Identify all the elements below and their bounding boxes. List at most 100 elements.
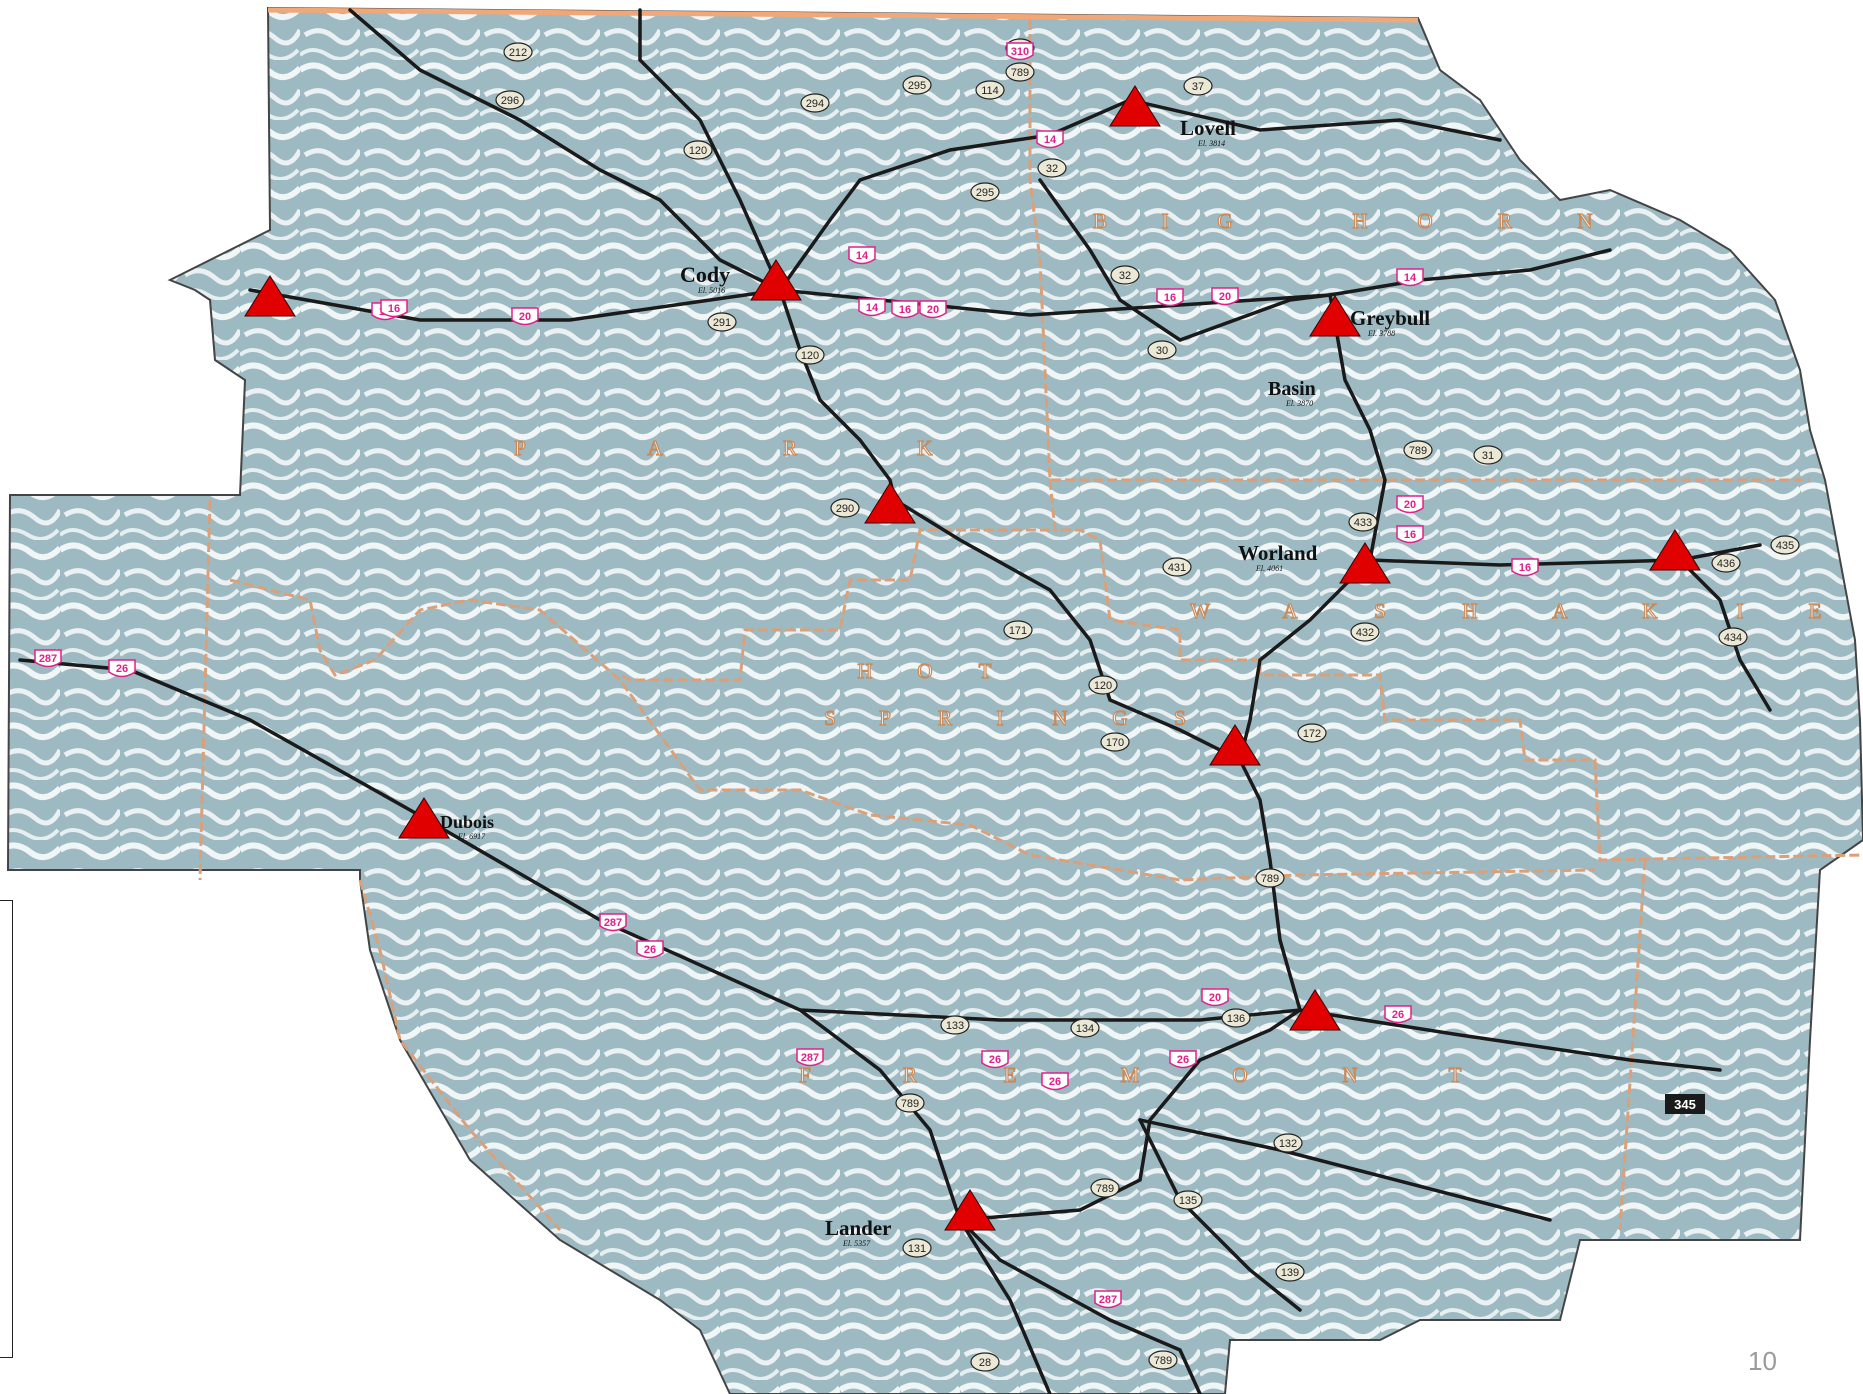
state-route-number: 432 bbox=[1356, 627, 1374, 639]
us-route-number: 310 bbox=[1011, 46, 1029, 58]
state-route-number: 31 bbox=[1482, 450, 1494, 462]
county-label-letter: R bbox=[783, 436, 797, 460]
marker-washakie-east-icon bbox=[1649, 529, 1701, 571]
state-route-number: 789 bbox=[1261, 873, 1279, 885]
state-route-shield: 433 bbox=[1348, 512, 1378, 532]
county-label-letter: T bbox=[979, 659, 992, 683]
state-route-shield: 172 bbox=[1297, 723, 1327, 743]
county-label-letter: O bbox=[1232, 1063, 1247, 1087]
state-route-number: 134 bbox=[1076, 1023, 1094, 1035]
us-route-number: 287 bbox=[604, 917, 622, 929]
state-route-shield: 37 bbox=[1183, 76, 1213, 96]
us-route-number: 14 bbox=[1404, 272, 1417, 284]
us-route-shield: 287 bbox=[796, 1048, 824, 1067]
state-route-number: 120 bbox=[689, 145, 707, 157]
us-route-number: 14 bbox=[866, 302, 879, 314]
us-route-shield: 14 bbox=[1036, 130, 1064, 149]
state-route-number: 436 bbox=[1717, 558, 1735, 570]
us-route-number: 287 bbox=[1099, 1294, 1117, 1306]
state-route-shield: 789 bbox=[895, 1093, 925, 1113]
us-route-number: 16 bbox=[1404, 529, 1416, 541]
us-route-number: 20 bbox=[927, 304, 939, 316]
state-route-shield: 133 bbox=[940, 1015, 970, 1035]
city-elevation: El. 5016 bbox=[697, 286, 725, 295]
county-label-letter: R bbox=[938, 706, 952, 730]
us-route-shield: 26 bbox=[1384, 1005, 1412, 1024]
state-route-number: 789 bbox=[1011, 67, 1029, 79]
state-route-shield: 120 bbox=[1088, 675, 1118, 695]
city-name: Lander bbox=[825, 1216, 892, 1240]
us-route-shield: 20 bbox=[1201, 988, 1229, 1007]
city-elevation: El. 3870 bbox=[1285, 399, 1313, 408]
state-route-number: 291 bbox=[713, 317, 731, 329]
state-route-shield: 290 bbox=[830, 498, 860, 518]
county-label-letter: N bbox=[1342, 1063, 1357, 1087]
marker-greybull-icon bbox=[1309, 295, 1361, 337]
county-label-letter: R bbox=[903, 1063, 917, 1087]
city-elevation: El. 3788 bbox=[1367, 329, 1395, 338]
side-panel-box bbox=[0, 900, 13, 1358]
county-label-letter: S bbox=[1174, 706, 1186, 730]
marker-lovell-icon bbox=[1109, 85, 1161, 127]
us-route-number: 16 bbox=[1519, 562, 1531, 574]
state-route-number: 37 bbox=[1192, 81, 1204, 93]
us-route-shield: 26 bbox=[1169, 1050, 1197, 1069]
state-route-number: 32 bbox=[1119, 270, 1131, 282]
us-route-shield: 14 bbox=[1396, 268, 1424, 287]
state-route-number: 132 bbox=[1279, 1138, 1297, 1150]
state-route-number: 789 bbox=[1096, 1183, 1114, 1195]
county-label-letter: G bbox=[1112, 706, 1127, 730]
county-label-letter: A bbox=[1552, 599, 1568, 623]
county-label-letter: M bbox=[1121, 1063, 1140, 1087]
us-route-number: 287 bbox=[801, 1052, 819, 1064]
state-route-shield: 431 bbox=[1162, 557, 1192, 577]
state-route-shield: 135 bbox=[1173, 1190, 1203, 1210]
county-label-letter: G bbox=[1217, 209, 1232, 233]
roads bbox=[18, 8, 1772, 1394]
state-route-shield: 30 bbox=[1147, 340, 1177, 360]
city-name: Worland bbox=[1238, 541, 1318, 565]
state-route-number: 294 bbox=[806, 98, 824, 110]
state-route-number: 435 bbox=[1776, 540, 1794, 552]
county-label-letter: A bbox=[1282, 599, 1298, 623]
state-route-number: 789 bbox=[901, 1098, 919, 1110]
city-elevation: El. 3814 bbox=[1197, 139, 1225, 148]
marker-worland-icon bbox=[1339, 542, 1391, 584]
state-route-shield: 170 bbox=[1100, 732, 1130, 752]
county-label-letter: A bbox=[647, 436, 663, 460]
state-route-number: 136 bbox=[1227, 1013, 1245, 1025]
region-outline bbox=[6, 6, 1863, 1394]
state-route-shield: 212 bbox=[503, 42, 533, 62]
county-label-letter: P bbox=[879, 706, 891, 730]
us-route-shield: 16 bbox=[891, 300, 919, 319]
state-route-shield: 120 bbox=[683, 140, 713, 160]
state-route-shield: 789 bbox=[1005, 62, 1035, 82]
state-route-number: 433 bbox=[1354, 517, 1372, 529]
us-route-number: 20 bbox=[1209, 992, 1221, 1004]
us-route-number: 16 bbox=[899, 304, 911, 316]
state-route-shield: 434 bbox=[1718, 627, 1748, 647]
route-shields: 2122962942951147891203103732295291120290… bbox=[34, 38, 1800, 1372]
marker-thermopolis-icon bbox=[1209, 724, 1261, 766]
interstate-shield: 345 bbox=[1665, 1094, 1705, 1114]
us-route-number: 14 bbox=[1044, 134, 1057, 146]
county-label-letter: K bbox=[1642, 599, 1657, 623]
us-route-shield: 20 bbox=[919, 300, 947, 319]
markers bbox=[244, 85, 1701, 1231]
state-route-shield: 171 bbox=[1003, 620, 1033, 640]
us-route-shield: 26 bbox=[981, 1050, 1009, 1069]
marker-park-south-icon bbox=[864, 482, 916, 524]
us-route-shield: 26 bbox=[1041, 1072, 1069, 1091]
us-route-number: 26 bbox=[1177, 1054, 1189, 1066]
state-route-number: 295 bbox=[908, 80, 926, 92]
state-route-shield: 114 bbox=[975, 80, 1005, 100]
county-label-letter: P bbox=[514, 436, 526, 460]
city-elevation: El. 4061 bbox=[1255, 564, 1283, 573]
state-route-number: 120 bbox=[801, 350, 819, 362]
county-label-letter: N bbox=[1577, 209, 1592, 233]
